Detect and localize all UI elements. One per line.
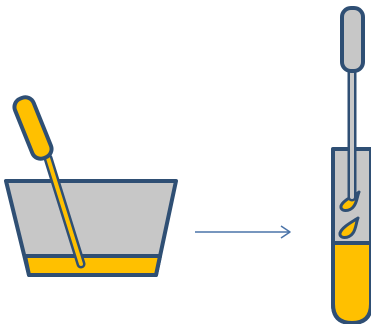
arrow-right-icon (195, 225, 291, 239)
dropper-icon (340, 6, 365, 202)
dropper-bulb (340, 6, 365, 73)
tube-liquid (331, 241, 371, 324)
dropper-icon (12, 95, 86, 269)
trapezoid-dish-icon (4, 179, 178, 277)
dropper-bulb (12, 95, 54, 161)
dish-liquid (23, 254, 162, 277)
left-assembly (4, 95, 178, 277)
droplet-lower (338, 216, 360, 239)
dropper-tube-fill (46, 156, 83, 266)
right-assembly (331, 6, 371, 324)
